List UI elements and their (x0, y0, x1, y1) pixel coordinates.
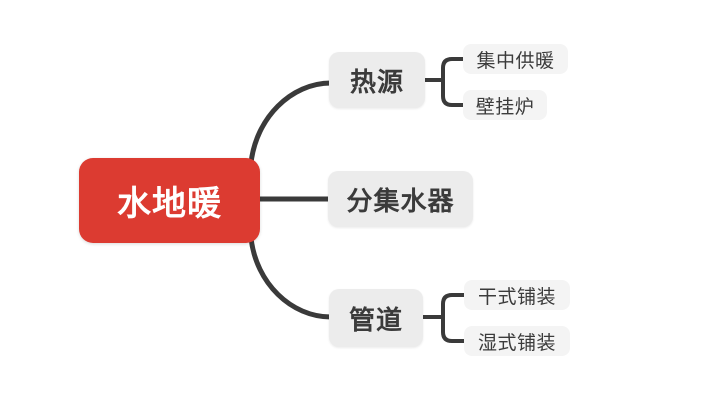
branch-node-label: 分集水器 (346, 185, 455, 216)
root-node-water-floor-heating[interactable]: 水地暖 (79, 158, 260, 243)
branch-node-heat-source[interactable]: 热源 (329, 52, 425, 108)
branch-node-label: 管道 (348, 304, 403, 335)
root-node-label: 水地暖 (117, 185, 222, 223)
connector-root-to-pipes (248, 235, 334, 320)
branch-node-pipes[interactable]: 管道 (329, 289, 423, 347)
branch-node-label: 热源 (349, 66, 404, 97)
child-node-wet-installation[interactable]: 湿式铺装 (464, 326, 570, 356)
connector-heat-source-bracket (441, 57, 465, 107)
child-node-label: 湿式铺装 (477, 332, 556, 354)
child-node-label: 壁挂炉 (475, 96, 535, 118)
child-node-dry-installation[interactable]: 干式铺装 (464, 280, 570, 310)
connector-pipes-bracket (441, 293, 466, 343)
child-node-label: 干式铺装 (477, 286, 556, 308)
child-node-wall-hung-boiler[interactable]: 壁挂炉 (463, 90, 547, 120)
child-node-label: 集中供暖 (476, 50, 555, 72)
connector-root-to-heat-source (248, 80, 334, 166)
branch-node-manifold[interactable]: 分集水器 (328, 171, 473, 227)
child-node-central-heating[interactable]: 集中供暖 (463, 44, 568, 74)
